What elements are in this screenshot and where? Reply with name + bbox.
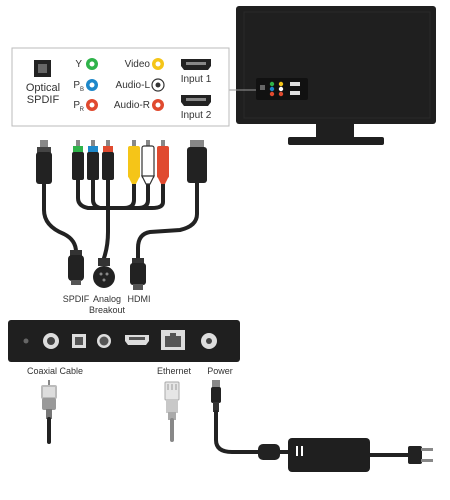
rca-plug-red2-icon xyxy=(157,140,169,184)
set-top-box xyxy=(8,320,240,362)
cable-wires xyxy=(42,176,199,264)
ethernet-label: Ethernet xyxy=(157,366,192,376)
power-adapter xyxy=(288,438,433,472)
tv-port-blue xyxy=(269,86,275,92)
port-pr-red-icon xyxy=(86,99,98,111)
power-symbol-icon xyxy=(296,446,303,456)
pr-label: P xyxy=(73,100,80,111)
optical-label-line1: Optical xyxy=(26,82,60,94)
coaxial-label: Coaxial Cable xyxy=(27,366,83,376)
analog-breakout-plug-icon xyxy=(93,258,115,288)
box-coaxial-port-icon xyxy=(43,333,59,349)
hdmi-plug-bottom-icon xyxy=(130,258,146,290)
tv-port-red xyxy=(269,91,275,97)
tv-port-hdmi1 xyxy=(290,82,300,86)
optical-label-line2: SPDIF xyxy=(27,94,60,106)
tv-screen-back xyxy=(236,6,436,124)
tv-stand-base xyxy=(288,137,384,145)
input1-label: Input 1 xyxy=(181,74,212,85)
tv-port-yellow xyxy=(278,81,284,87)
adapter-body xyxy=(288,438,370,472)
port-video-yellow-icon xyxy=(152,58,164,70)
rca-plug-red-icon xyxy=(102,140,114,180)
wall-plug-icon xyxy=(408,446,433,464)
tv-port-green xyxy=(269,81,275,87)
hdmi-input1-icon xyxy=(181,59,211,70)
port-audio-r-red-icon xyxy=(152,99,164,111)
box-power-port-icon xyxy=(201,333,217,349)
tv-port-red2 xyxy=(278,91,284,97)
ethernet-plug-icon xyxy=(164,381,180,442)
box-hdmi-port-icon xyxy=(125,335,149,345)
analog-label-line2: Breakout xyxy=(89,305,126,315)
box-led xyxy=(23,338,29,344)
audio-r-label: Audio-R xyxy=(114,100,150,111)
analog-label-line1: Analog xyxy=(93,294,121,304)
optical-plug-top-icon xyxy=(36,140,52,184)
rca-plug-white-icon xyxy=(141,140,155,185)
tv-port-optical xyxy=(260,85,265,90)
port-audio-l-white-icon xyxy=(151,78,165,92)
hdmi-plug-top-icon xyxy=(187,140,207,183)
pr-sub-label: R xyxy=(80,107,85,113)
spdif-plug-bottom-icon xyxy=(68,250,84,285)
port-pb-blue-icon xyxy=(86,79,98,91)
input2-label: Input 2 xyxy=(181,110,212,121)
tv xyxy=(236,6,436,145)
tv-port-white xyxy=(278,86,284,92)
port-y-green-icon xyxy=(86,58,98,70)
power-cable xyxy=(211,380,290,460)
rca-plug-green-icon xyxy=(72,140,84,180)
ferrite-bead-icon xyxy=(258,444,280,460)
tv-back-vent xyxy=(243,11,431,119)
coaxial-plug-icon xyxy=(41,380,57,444)
zoom-panel: Optical SPDIF Y P B P R Video Audio-L Au… xyxy=(11,47,230,127)
box-optical-port-icon xyxy=(72,334,86,348)
box-analog-port-icon xyxy=(97,334,111,348)
power-label: Power xyxy=(207,366,233,376)
hdmi-input2-icon xyxy=(181,95,211,106)
tv-stand-neck xyxy=(316,124,354,138)
video-label: Video xyxy=(125,59,151,70)
hdmi-cable-label: HDMI xyxy=(128,294,151,304)
rca-plug-yellow-icon xyxy=(128,140,140,184)
rca-plug-blue-icon xyxy=(87,140,99,180)
tv-port-hdmi2 xyxy=(290,91,300,95)
pb-sub-label: B xyxy=(80,87,84,93)
spdif-cable-label: SPDIF xyxy=(63,294,90,304)
optical-port-inner xyxy=(38,64,47,73)
audio-l-label: Audio-L xyxy=(116,80,151,91)
box-ethernet-port-icon xyxy=(161,330,185,350)
y-label: Y xyxy=(75,59,82,70)
pb-label: P xyxy=(73,80,80,91)
